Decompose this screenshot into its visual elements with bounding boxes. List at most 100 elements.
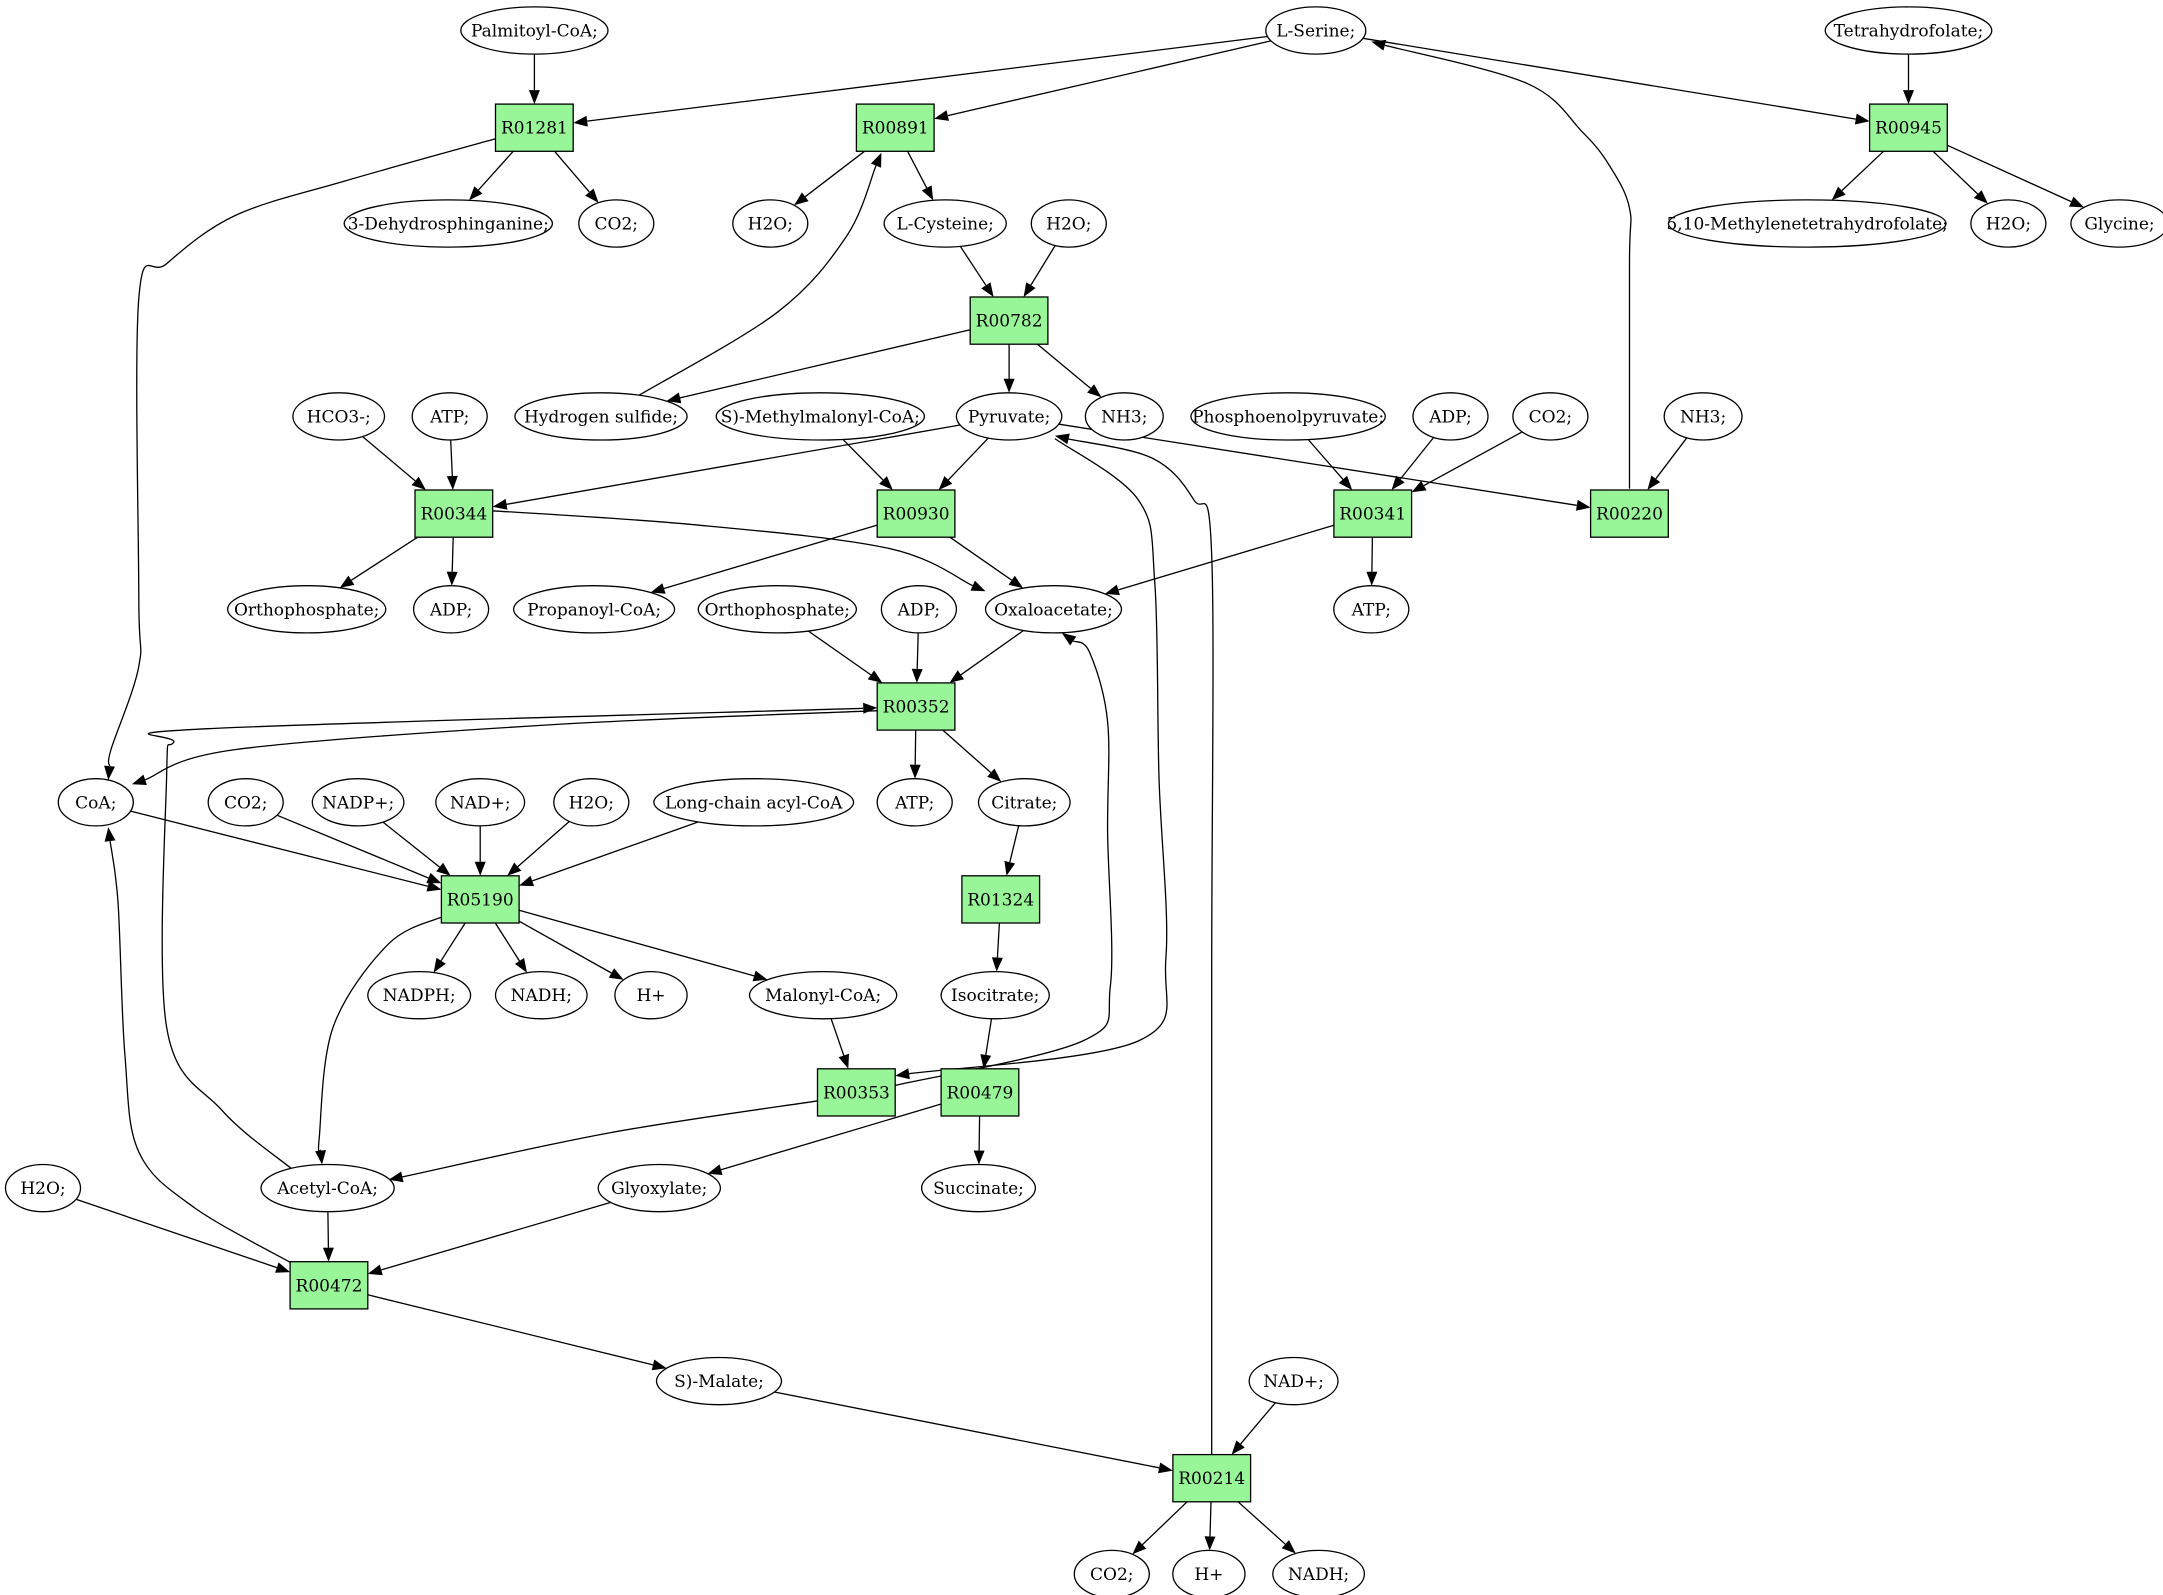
- compound-node-methylmalonyl[interactable]: S)-Methylmalonyl-CoA;: [715, 392, 926, 441]
- compound-node-h2s[interactable]: Hydrogen sulfide;: [514, 392, 688, 441]
- reaction-node-r00214[interactable]: R00214: [1172, 1453, 1252, 1503]
- compound-ellipse[interactable]: [514, 392, 688, 441]
- reaction-box[interactable]: [961, 875, 1041, 924]
- compound-ellipse[interactable]: [207, 778, 284, 827]
- compound-ellipse[interactable]: [1030, 199, 1107, 248]
- compound-ellipse[interactable]: [553, 778, 630, 827]
- compound-node-orthophosphate-a[interactable]: Orthophosphate;: [226, 585, 387, 634]
- compound-ellipse[interactable]: [715, 392, 926, 441]
- reaction-node-r00220[interactable]: R00220: [1589, 489, 1669, 538]
- compound-node-nh3-b[interactable]: NH3;: [1663, 392, 1743, 441]
- compound-node-h2o-d[interactable]: H2O;: [553, 778, 630, 827]
- compound-node-hplus-b[interactable]: H+: [1172, 1549, 1246, 1595]
- reaction-node-r00472[interactable]: R00472: [289, 1261, 369, 1310]
- compound-ellipse[interactable]: [880, 585, 958, 634]
- compound-node-dehydrosphinganine[interactable]: 3-Dehydrosphinganine;: [343, 199, 554, 248]
- reaction-node-r00344[interactable]: R00344: [414, 489, 494, 538]
- reaction-node-r00479[interactable]: R00479: [940, 1068, 1020, 1117]
- compound-node-h2o-a[interactable]: H2O;: [732, 199, 809, 248]
- compound-ellipse[interactable]: [1172, 1549, 1246, 1595]
- compound-ellipse[interactable]: [1412, 392, 1489, 441]
- compound-node-hco3[interactable]: HCO3-;: [292, 392, 386, 441]
- compound-node-h2o-c[interactable]: H2O;: [1970, 199, 2047, 248]
- compound-node-l-cysteine[interactable]: L-Cysteine;: [883, 199, 1007, 248]
- compound-ellipse[interactable]: [748, 970, 898, 1020]
- compound-node-nad-b[interactable]: NAD+;: [1248, 1356, 1339, 1406]
- compound-ellipse[interactable]: [1824, 6, 1993, 55]
- compound-ellipse[interactable]: [1667, 199, 1947, 248]
- compound-ellipse[interactable]: [1265, 6, 1367, 55]
- reaction-node-r00891[interactable]: R00891: [855, 103, 935, 152]
- reaction-node-r00930[interactable]: R00930: [876, 489, 956, 538]
- reaction-node-r00782[interactable]: R00782: [969, 296, 1049, 345]
- reaction-node-r01324[interactable]: R01324: [961, 875, 1041, 924]
- compound-ellipse[interactable]: [653, 778, 855, 827]
- compound-ellipse[interactable]: [1512, 392, 1589, 441]
- reaction-box[interactable]: [440, 875, 520, 924]
- compound-node-orthophosphate-b[interactable]: Orthophosphate;: [697, 585, 858, 634]
- compound-node-oxaloacetate[interactable]: Oxaloacetate;: [984, 585, 1123, 634]
- reaction-box[interactable]: [876, 489, 956, 538]
- reaction-box[interactable]: [1589, 489, 1669, 538]
- compound-node-isocitrate[interactable]: Isocitrate;: [940, 970, 1050, 1020]
- compound-ellipse[interactable]: [1084, 392, 1164, 441]
- reaction-node-r00945[interactable]: R00945: [1868, 103, 1948, 152]
- compound-node-nadph[interactable]: NADPH;: [367, 970, 472, 1020]
- compound-ellipse[interactable]: [984, 585, 1123, 634]
- compound-node-malonyl[interactable]: Malonyl-CoA;: [748, 970, 898, 1020]
- compound-node-adp-b[interactable]: ADP;: [412, 585, 490, 634]
- reaction-box[interactable]: [1172, 1453, 1252, 1503]
- compound-node-nad-a[interactable]: NAD+;: [435, 778, 526, 827]
- compound-ellipse[interactable]: [1073, 1549, 1150, 1595]
- reaction-box[interactable]: [1868, 103, 1948, 152]
- reaction-node-r00352[interactable]: R00352: [876, 682, 956, 731]
- compound-ellipse[interactable]: [578, 199, 655, 248]
- compound-ellipse[interactable]: [597, 1163, 722, 1213]
- compound-ellipse[interactable]: [57, 778, 134, 827]
- compound-ellipse[interactable]: [1272, 1549, 1366, 1595]
- compound-ellipse[interactable]: [435, 778, 526, 827]
- reaction-box[interactable]: [414, 489, 494, 538]
- compound-ellipse[interactable]: [411, 392, 488, 441]
- compound-node-adp-c[interactable]: ADP;: [880, 585, 958, 634]
- reaction-node-r01281[interactable]: R01281: [494, 103, 574, 152]
- compound-node-palmitoyl-coa[interactable]: Palmitoyl-CoA;: [460, 6, 609, 55]
- compound-node-co2-b[interactable]: CO2;: [1512, 392, 1589, 441]
- compound-ellipse[interactable]: [1663, 392, 1743, 441]
- compound-node-glyoxylate[interactable]: Glyoxylate;: [597, 1163, 722, 1213]
- compound-node-nadp[interactable]: NADP+;: [311, 778, 405, 827]
- compound-ellipse[interactable]: [920, 1163, 1037, 1213]
- compound-ellipse[interactable]: [732, 199, 809, 248]
- compound-node-nh3-a[interactable]: NH3;: [1084, 392, 1164, 441]
- compound-node-co2-a[interactable]: CO2;: [578, 199, 655, 248]
- compound-node-pep[interactable]: Phosphoenolpyruvate;: [1190, 392, 1386, 441]
- compound-ellipse[interactable]: [4, 1163, 82, 1213]
- compound-ellipse[interactable]: [1333, 585, 1410, 634]
- compound-node-hplus-a[interactable]: H+: [614, 970, 688, 1020]
- compound-ellipse[interactable]: [697, 585, 858, 634]
- compound-ellipse[interactable]: [292, 392, 386, 441]
- compound-node-h2o-e[interactable]: H2O;: [4, 1163, 82, 1213]
- compound-ellipse[interactable]: [367, 970, 472, 1020]
- compound-node-adp-a[interactable]: ADP;: [1412, 392, 1489, 441]
- compound-node-atp-c[interactable]: ATP;: [876, 778, 953, 827]
- compound-ellipse[interactable]: [614, 970, 688, 1020]
- reaction-box[interactable]: [816, 1068, 896, 1117]
- compound-ellipse[interactable]: [1190, 392, 1386, 441]
- compound-ellipse[interactable]: [2070, 199, 2163, 248]
- reaction-box[interactable]: [876, 682, 956, 731]
- compound-ellipse[interactable]: [226, 585, 387, 634]
- reaction-box[interactable]: [1333, 489, 1413, 538]
- reaction-box[interactable]: [940, 1068, 1020, 1117]
- compound-node-thf[interactable]: Tetrahydrofolate;: [1824, 6, 1993, 55]
- compound-node-nadh-b[interactable]: NADH;: [1272, 1549, 1366, 1595]
- compound-node-nadh-a[interactable]: NADH;: [494, 970, 588, 1020]
- compound-node-h2o-b[interactable]: H2O;: [1030, 199, 1107, 248]
- reaction-node-r00341[interactable]: R00341: [1333, 489, 1413, 538]
- compound-ellipse[interactable]: [412, 585, 490, 634]
- compound-ellipse[interactable]: [311, 778, 405, 827]
- compound-node-coa[interactable]: CoA;: [57, 778, 134, 827]
- compound-node-l-serine[interactable]: L-Serine;: [1265, 6, 1367, 55]
- compound-ellipse[interactable]: [1248, 1356, 1339, 1406]
- compound-ellipse[interactable]: [343, 199, 554, 248]
